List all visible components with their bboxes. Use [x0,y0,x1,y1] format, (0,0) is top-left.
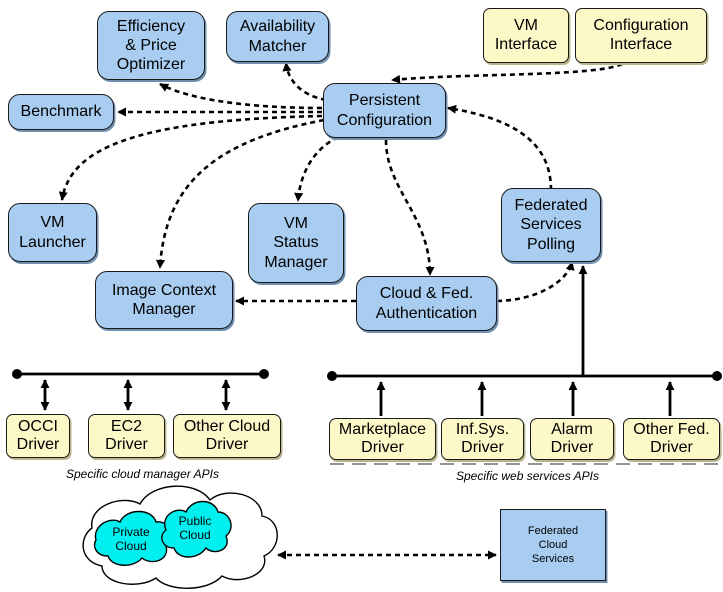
cloud-fed-authentication-box: Cloud & Fed. Authentication [356,276,497,331]
configuration-interface-box: Configuration Interface [575,8,707,63]
link-config-to-vm-status [294,135,339,202]
link-polling-to-config [447,104,553,191]
bus-endpoint [712,371,722,381]
vm-launcher-box: VM Launcher [8,203,97,262]
other-fed-driver-box: Other Fed. Driver [623,418,720,460]
private-cloud-label: Private Cloud [112,525,150,553]
federated-cloud-services-box: Federated Cloud Services [500,509,606,581]
link-config-to-image-context [155,118,325,269]
public-cloud-label: Public Cloud [178,514,212,542]
bus-endpoint [12,369,22,379]
link-interface-to-config [391,57,630,84]
public-cloud [161,500,232,558]
link-config-to-vm-launcher [58,114,323,201]
cloud-apis-caption: Specific cloud manager APIs [66,467,219,481]
efficiency-optimizer-box: Efficiency & Price Optimizer [97,11,205,80]
link-config-to-authentication [384,139,435,276]
link-config-to-matcher [282,62,327,102]
infsys-driver-box: Inf.Sys. Driver [441,418,524,460]
image-context-manager-box: Image Context Manager [95,271,233,329]
persistent-configuration-box: Persistent Configuration [323,83,446,138]
ec2-driver-box: EC2 Driver [88,414,165,458]
vm-interface-box: VM Interface [483,8,569,63]
marketplace-driver-box: Marketplace Driver [329,418,436,460]
benchmark-box: Benchmark [8,94,114,130]
vm-status-manager-box: VM Status Manager [248,203,344,283]
occi-driver-box: OCCI Driver [6,414,70,458]
alarm-driver-box: Alarm Driver [530,418,614,460]
other-cloud-driver-box: Other Cloud Driver [173,414,281,458]
link-authentication-to-polling [496,261,575,303]
web-apis-caption: Specific web services APIs [456,469,599,483]
federated-services-polling-box: Federated Services Polling [501,188,601,262]
availability-matcher-box: Availability Matcher [226,11,329,62]
bus-endpoint [327,371,337,381]
cloud-group [82,485,278,589]
bus-endpoint [259,369,269,379]
